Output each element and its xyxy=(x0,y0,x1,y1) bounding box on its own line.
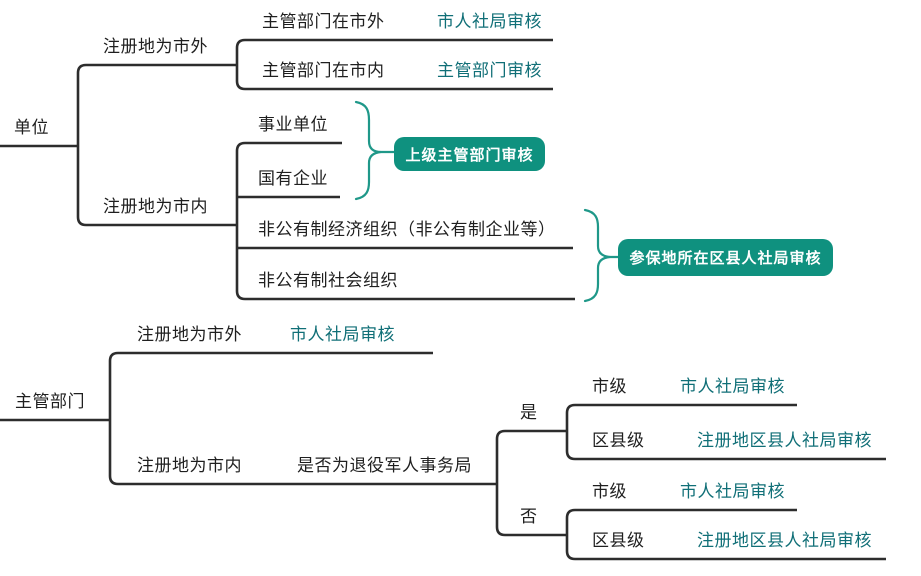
node-public-institution: 事业单位 xyxy=(258,115,328,134)
node-non-public-economic: 非公有制经济组织（非公有制企业等） xyxy=(258,220,556,239)
node-dept-root: 主管部门 xyxy=(15,392,85,411)
result-no-district-level: 注册地区县人社局审核 xyxy=(697,531,872,550)
node-no-district-level: 区县级 xyxy=(592,531,645,550)
node-yes: 是 xyxy=(520,403,538,422)
node-dept-reg-outside: 注册地为市外 xyxy=(137,325,242,344)
node-registered-inside: 注册地为市内 xyxy=(103,197,208,216)
node-registered-outside: 注册地为市外 xyxy=(103,37,208,56)
node-non-public-social: 非公有制社会组织 xyxy=(258,271,398,290)
node-state-owned: 国有企业 xyxy=(258,169,328,188)
yes-no-bracket xyxy=(495,429,506,537)
brace-connectors xyxy=(354,100,620,303)
result-dept-inside: 主管部门审核 xyxy=(437,61,542,80)
district-review-brace xyxy=(583,208,611,303)
node-no-city-level: 市级 xyxy=(592,482,627,501)
unit-root-spine xyxy=(76,63,87,227)
result-yes-district-level: 注册地区县人社局审核 xyxy=(697,431,872,450)
node-yes-city-level: 市级 xyxy=(592,377,627,396)
reg-inside-bracket xyxy=(235,141,246,301)
badge-district-hr-bureau-review: 参保地所在区县人社局审核 xyxy=(618,239,833,276)
yes-children-bracket xyxy=(565,403,576,461)
badge-superior-dept-review: 上级主管部门审核 xyxy=(394,137,545,171)
node-yes-district-level: 区县级 xyxy=(592,431,645,450)
node-dept-reg-inside: 注册地为市内 xyxy=(137,456,242,475)
result-no-city-level: 市人社局审核 xyxy=(680,482,785,501)
node-unit-root: 单位 xyxy=(14,118,49,137)
result-yes-city-level: 市人社局审核 xyxy=(680,377,785,396)
node-dept-outside: 主管部门在市外 xyxy=(262,12,385,31)
result-dept-reg-outside: 市人社局审核 xyxy=(290,325,395,344)
node-veteran-question: 是否为退役军人事务局 xyxy=(297,456,472,475)
dept-root-spine xyxy=(108,351,119,486)
branch-connectors xyxy=(0,38,886,561)
reg-outside-bracket xyxy=(235,38,246,91)
node-no: 否 xyxy=(520,507,538,526)
result-dept-outside: 市人社局审核 xyxy=(437,12,542,31)
superior-review-brace xyxy=(354,100,382,201)
no-children-bracket xyxy=(565,508,576,561)
node-dept-inside: 主管部门在市内 xyxy=(262,61,385,80)
